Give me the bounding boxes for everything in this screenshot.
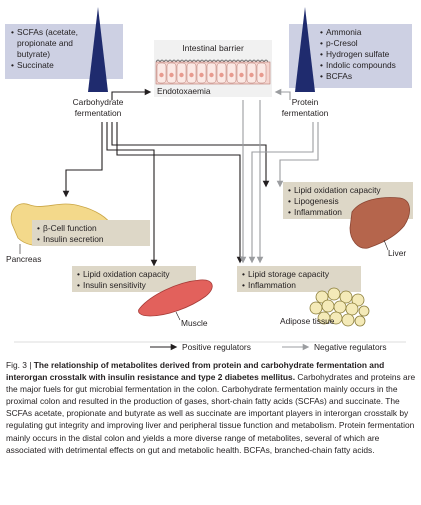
- svg-text:•: •: [288, 185, 291, 195]
- adipose-item: Inflammation: [248, 280, 296, 290]
- protein-item-text: Ammonia: [326, 27, 362, 37]
- pancreas-label: Pancreas: [6, 254, 41, 264]
- protein-item-bullet: •: [320, 60, 323, 70]
- intestinal-barrier: Intestinal barrier Endotoxaemia: [154, 40, 272, 97]
- adipose-item: Lipid storage capacity: [248, 269, 330, 279]
- negative-arrow-liver: [276, 122, 319, 188]
- pancreas-item: β-Cell function: [43, 223, 97, 233]
- svg-text:•: •: [242, 280, 245, 290]
- liver-item: Lipid oxidation capacity: [294, 185, 381, 195]
- figure-caption: Fig. 3 | The relationship of metabolites…: [6, 359, 416, 456]
- carbohydrate-triangle: [88, 7, 108, 92]
- negative-arrow-adipose-1: [248, 122, 314, 264]
- liver-shape: [349, 197, 410, 249]
- protein-item-text: Indolic compounds: [326, 60, 396, 70]
- positive-arrow-pancreas: [62, 122, 103, 198]
- protein-fermentation-label-1: Protein: [292, 97, 319, 107]
- scfa-item-text: butyrate): [17, 49, 50, 59]
- svg-text:•: •: [77, 269, 80, 279]
- legend-negative: Negative regulators: [314, 342, 387, 352]
- scfa-item-text: Succinate: [17, 60, 54, 70]
- protein-triangle: [295, 7, 315, 92]
- positive-arrow-muscle: [106, 122, 158, 267]
- svg-text:•: •: [37, 234, 40, 244]
- muscle-shape: [138, 279, 213, 317]
- caption-prefix: Fig. 3 |: [6, 360, 34, 370]
- liver-item: Lipogenesis: [294, 196, 339, 206]
- muscle-item: Lipid oxidation capacity: [83, 269, 170, 279]
- liver-label: Liver: [388, 248, 406, 258]
- legend-positive: Positive regulators: [182, 342, 251, 352]
- scfa-box: • SCFAs (acetate, propionate and butyrat…: [5, 24, 123, 79]
- protein-item-bullet: •: [320, 71, 323, 81]
- svg-text:•: •: [288, 207, 291, 217]
- negative-arrow-barrier: [274, 88, 291, 100]
- liver-group: • Lipid oxidation capacity • Lipogenesis…: [283, 182, 413, 258]
- legend: Positive regulators Negative regulators: [14, 341, 406, 352]
- protein-item-bullet: •: [320, 27, 323, 37]
- caption-title: The relationship of metabolites derived …: [6, 360, 385, 383]
- svg-text:•: •: [77, 280, 80, 290]
- scfa-item: •: [11, 60, 14, 70]
- svg-text:•: •: [37, 223, 40, 233]
- muscle-group: • Lipid oxidation capacity • Insulin sen…: [72, 266, 213, 328]
- muscle-item: Insulin sensitivity: [83, 280, 147, 290]
- svg-text:•: •: [242, 269, 245, 279]
- positive-arrows: [62, 88, 270, 267]
- caption-body: Carbohydrates and proteins are the major…: [6, 372, 416, 455]
- positive-arrow-liver: [111, 122, 270, 188]
- adipose-label: Adipose tissue: [280, 316, 335, 326]
- pancreas-group: • β-Cell function • Insulin secretion Pa…: [6, 203, 150, 264]
- protein-item-text: p-Cresol: [326, 38, 358, 48]
- carbohydrate-fermentation-label-2: fermentation: [75, 108, 122, 118]
- protein-item-text: Hydrogen sulfate: [326, 49, 390, 59]
- svg-text:•: •: [288, 196, 291, 206]
- adipose-shape: [309, 287, 370, 327]
- liver-item: Inflammation: [294, 207, 342, 217]
- scfa-item-text: propionate and: [17, 38, 73, 48]
- intestinal-barrier-title: Intestinal barrier: [182, 43, 244, 53]
- protein-item-bullet: •: [320, 38, 323, 48]
- protein-item-bullet: •: [320, 49, 323, 59]
- carbohydrate-fermentation-label-1: Carbohydrate: [73, 97, 124, 107]
- scfa-item-text: SCFAs (acetate,: [17, 27, 78, 37]
- positive-arrow-barrier: [111, 88, 152, 100]
- muscle-label: Muscle: [181, 318, 208, 328]
- negative-arrows: [239, 88, 319, 264]
- adipose-group: • Lipid storage capacity • Inflammation …: [237, 266, 370, 327]
- endotoxaemia-label: Endotoxaemia: [157, 86, 211, 96]
- figure-diagram: • SCFAs (acetate, propionate and butyrat…: [5, 7, 413, 352]
- positive-arrow-adipose: [116, 122, 244, 264]
- protein-item-text: BCFAs: [326, 71, 352, 81]
- protein-fermentation-label-2: fermentation: [282, 108, 329, 118]
- pancreas-item: Insulin secretion: [43, 234, 104, 244]
- scfa-item: •: [11, 27, 14, 37]
